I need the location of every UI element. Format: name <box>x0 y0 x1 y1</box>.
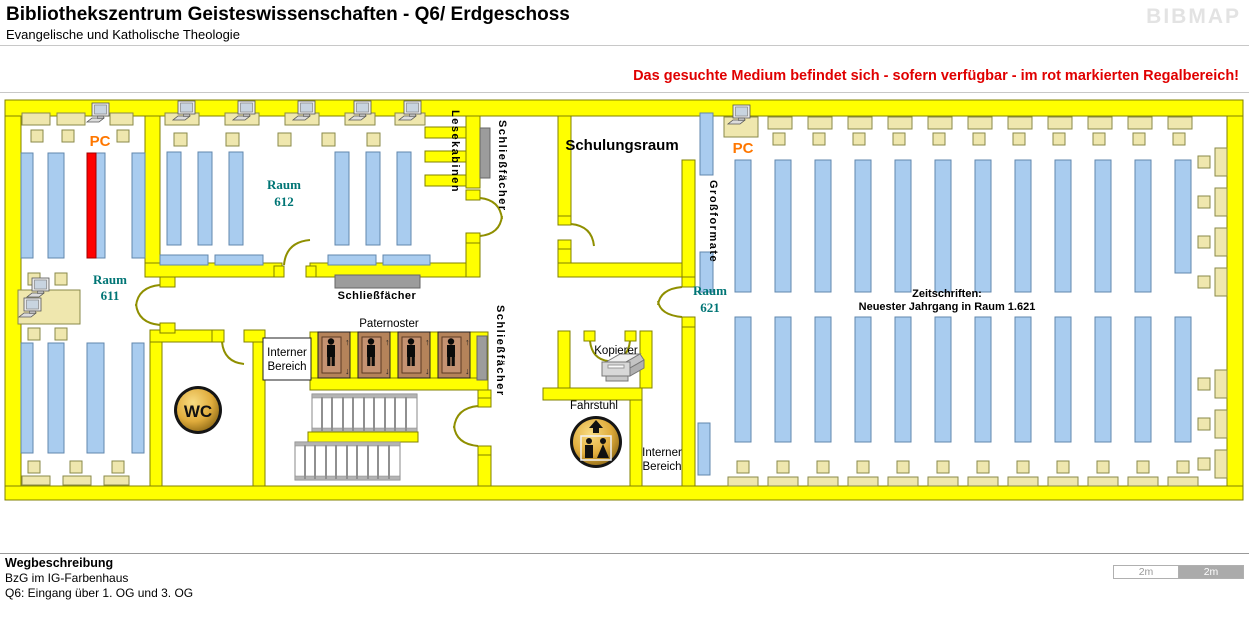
paternoster-label: Paternoster <box>359 318 419 330</box>
stairs-landing <box>307 431 419 443</box>
svg-text:↓: ↓ <box>465 366 470 376</box>
pc-label-left: PC <box>90 133 111 150</box>
zeitschriften-line1: Zeitschriften: <box>912 288 982 300</box>
lesekabinen-label: Lesekabinen <box>449 110 461 193</box>
svg-text:↑: ↑ <box>465 337 470 347</box>
plan-labels: PC PC Raum 611 Raum 612 Raum 621 Schulun… <box>90 110 1036 473</box>
notice-divider <box>0 92 1249 93</box>
schliessfaecher-label-corridor: Schließfächer <box>496 120 508 212</box>
kopierer-label: Kopierer <box>594 345 638 357</box>
paternoster-cabin: ↑↓ <box>357 331 391 379</box>
wall-lesekabine-tooth <box>424 150 467 163</box>
svg-text:↓: ↓ <box>385 366 390 376</box>
wall-stairs-e-lower <box>477 454 492 487</box>
interner-bereich-1-line2: Bereich <box>268 361 307 373</box>
raum611-label-1: Raum <box>93 272 127 287</box>
scale-bar: 2m 2m <box>1113 565 1244 579</box>
stairs <box>294 393 419 481</box>
elevator-icon <box>570 416 622 468</box>
wall-bottom <box>4 485 1244 501</box>
wall-paternoster-base <box>309 377 489 391</box>
wall-fahrstuhl-e <box>629 399 643 487</box>
paternoster-cabin: ↑↓ <box>437 331 471 379</box>
wall-wc-east <box>252 341 266 487</box>
raum611-label-2: 611 <box>101 288 120 303</box>
scale-segment-right: 2m <box>1178 565 1244 579</box>
wall-wc-west <box>149 341 163 487</box>
interner-bereich-2-line2: Bereich <box>643 461 682 473</box>
svg-text:↑: ↑ <box>385 337 390 347</box>
copier-icon <box>601 353 645 382</box>
wall-621-w <box>681 326 696 487</box>
footer: Wegbeschreibung BzG im IG-Farbenhaus Q6:… <box>5 556 193 601</box>
fahrstuhl-label: Fahrstuhl <box>570 400 618 412</box>
wall-paternoster <box>429 331 439 379</box>
desks-and-chairs <box>17 112 1228 487</box>
scale-segment-left: 2m <box>1113 565 1178 579</box>
interner-bereich-1-line1: Interner <box>267 347 307 359</box>
wall-corridor-w-upper <box>465 115 481 189</box>
interner-bereich-box <box>262 337 312 381</box>
zeitschriften-line2: Neuester Jahrgang in Raum 1.621 <box>859 301 1036 313</box>
wall-611-612 <box>144 115 161 264</box>
page-subtitle: Evangelische und Katholische Theologie <box>6 27 240 42</box>
wc-icon: WC <box>174 386 222 434</box>
bibmap-logo: BIBMAP <box>1146 5 1241 28</box>
wall-schulung-e <box>681 159 696 278</box>
pc-label-right: PC <box>733 140 754 157</box>
paternoster-cabin: ↑↓ <box>397 331 431 379</box>
wc-label: WC <box>184 402 212 421</box>
footer-line1: BzG im IG-Farbenhaus <box>5 571 129 585</box>
footer-divider <box>0 553 1249 554</box>
door-arcs <box>135 197 683 447</box>
bookshelves <box>20 112 1192 476</box>
raum612-label-1: Raum <box>267 177 301 192</box>
header-divider <box>0 45 1249 46</box>
svg-text:↓: ↓ <box>345 366 350 376</box>
raum621-label-1: Raum <box>693 283 727 298</box>
wall-schulung-w-upper <box>557 115 572 217</box>
wall-lesekabine-tooth <box>424 174 467 187</box>
wall-paternoster <box>349 331 359 379</box>
grossformate-label: Großformate <box>707 180 719 263</box>
highlighted-shelf <box>86 152 97 259</box>
svg-text:↑: ↑ <box>425 337 430 347</box>
paternoster-elevators: ↑↓ ↑↓ ↑↓ ↑↓ <box>317 331 471 379</box>
lockers <box>334 127 491 381</box>
schliessfaecher-label-h: Schließfächer <box>338 290 417 302</box>
wall-kopierer-w <box>557 330 571 389</box>
paternoster-cabin: ↑↓ <box>317 331 351 379</box>
highlight-notice: Das gesuchte Medium befindet sich - sofe… <box>633 68 1239 84</box>
wall-schulung-s <box>557 262 696 278</box>
raum612-label-2: 612 <box>274 194 294 209</box>
wall-paternoster <box>389 331 399 379</box>
footer-line2: Q6: Eingang über 1. OG und 3. OG <box>5 586 194 600</box>
svg-text:↑: ↑ <box>345 337 350 347</box>
wall-wc-north-e <box>243 329 266 343</box>
footer-heading: Wegbeschreibung <box>5 556 114 570</box>
wall-lesekabine-tooth <box>424 126 467 139</box>
raum621-label-2: 621 <box>700 300 720 315</box>
interner-bereich-2-line1: Interner <box>642 447 682 459</box>
wall-right <box>1226 115 1244 487</box>
svg-text:↓: ↓ <box>425 366 430 376</box>
door-posts <box>159 189 696 456</box>
wall-fahrstuhl-n <box>542 387 643 401</box>
schliessfaecher-label-paternoster: Schließfächer <box>494 305 506 397</box>
wall-corridor-w-lower <box>465 242 481 278</box>
schulungsraum-label: Schulungsraum <box>565 137 678 154</box>
wall-stairs-e-upper <box>477 389 492 399</box>
page-title: Bibliothekszentrum Geisteswissenschaften… <box>6 4 570 25</box>
